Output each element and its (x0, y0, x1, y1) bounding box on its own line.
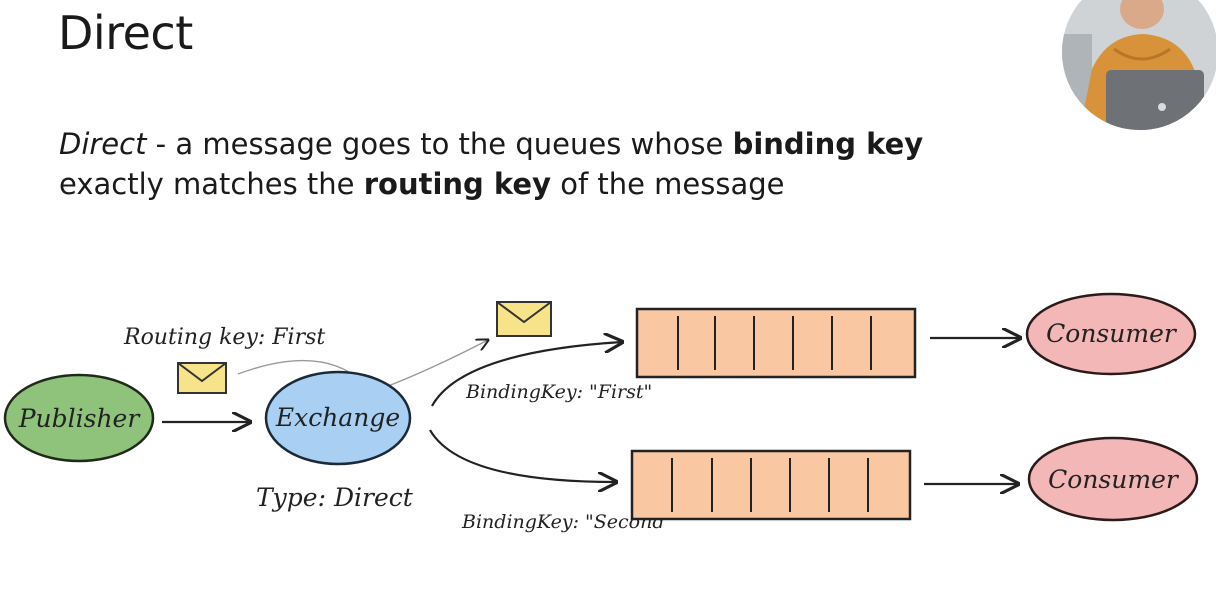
binding-key-second-label: BindingKey: "Second" (461, 511, 673, 533)
consumer-bottom-node: Consumer (1027, 436, 1199, 522)
definition-part1: - a message goes to the queues whose (146, 127, 733, 161)
webcam-presenter (1062, 0, 1216, 130)
queue-bottom (630, 449, 912, 521)
definition-part3: of the message (550, 167, 785, 201)
definition-routing-key: routing key (363, 167, 551, 201)
publisher-node: Publisher (3, 373, 155, 463)
definition-binding-key: binding key (732, 127, 924, 161)
envelope-icon (177, 362, 227, 394)
exchange-to-queue-top-arrow (431, 342, 622, 407)
consumer-top-label: Consumer (1046, 319, 1178, 348)
exchange-type-label: Type: Direct (256, 483, 414, 512)
consumer-bottom-label: Consumer (1048, 465, 1180, 494)
direct-exchange-diagram: Publisher Routing key: First Exchange Ty… (3, 292, 1199, 533)
binding-key-first-label: BindingKey: "First" (465, 381, 652, 403)
consumer-top-node: Consumer (1025, 292, 1197, 376)
definition-lead: Direct (59, 127, 147, 161)
routing-key-label: Routing key: First (123, 325, 325, 350)
exchange-node: Exchange (264, 370, 412, 466)
definition-part2: exactly matches the (59, 167, 364, 201)
envelope-icon (496, 301, 552, 337)
queue-top (635, 307, 917, 379)
slide-title: Direct (58, 6, 193, 60)
presenter-image (1062, 0, 1216, 130)
exchange-label: Exchange (275, 403, 400, 432)
exchange-to-queue-bottom-arrow (429, 429, 616, 482)
publisher-label: Publisher (18, 404, 142, 433)
definition-text: Direct - a message goes to the queues wh… (59, 124, 1019, 204)
